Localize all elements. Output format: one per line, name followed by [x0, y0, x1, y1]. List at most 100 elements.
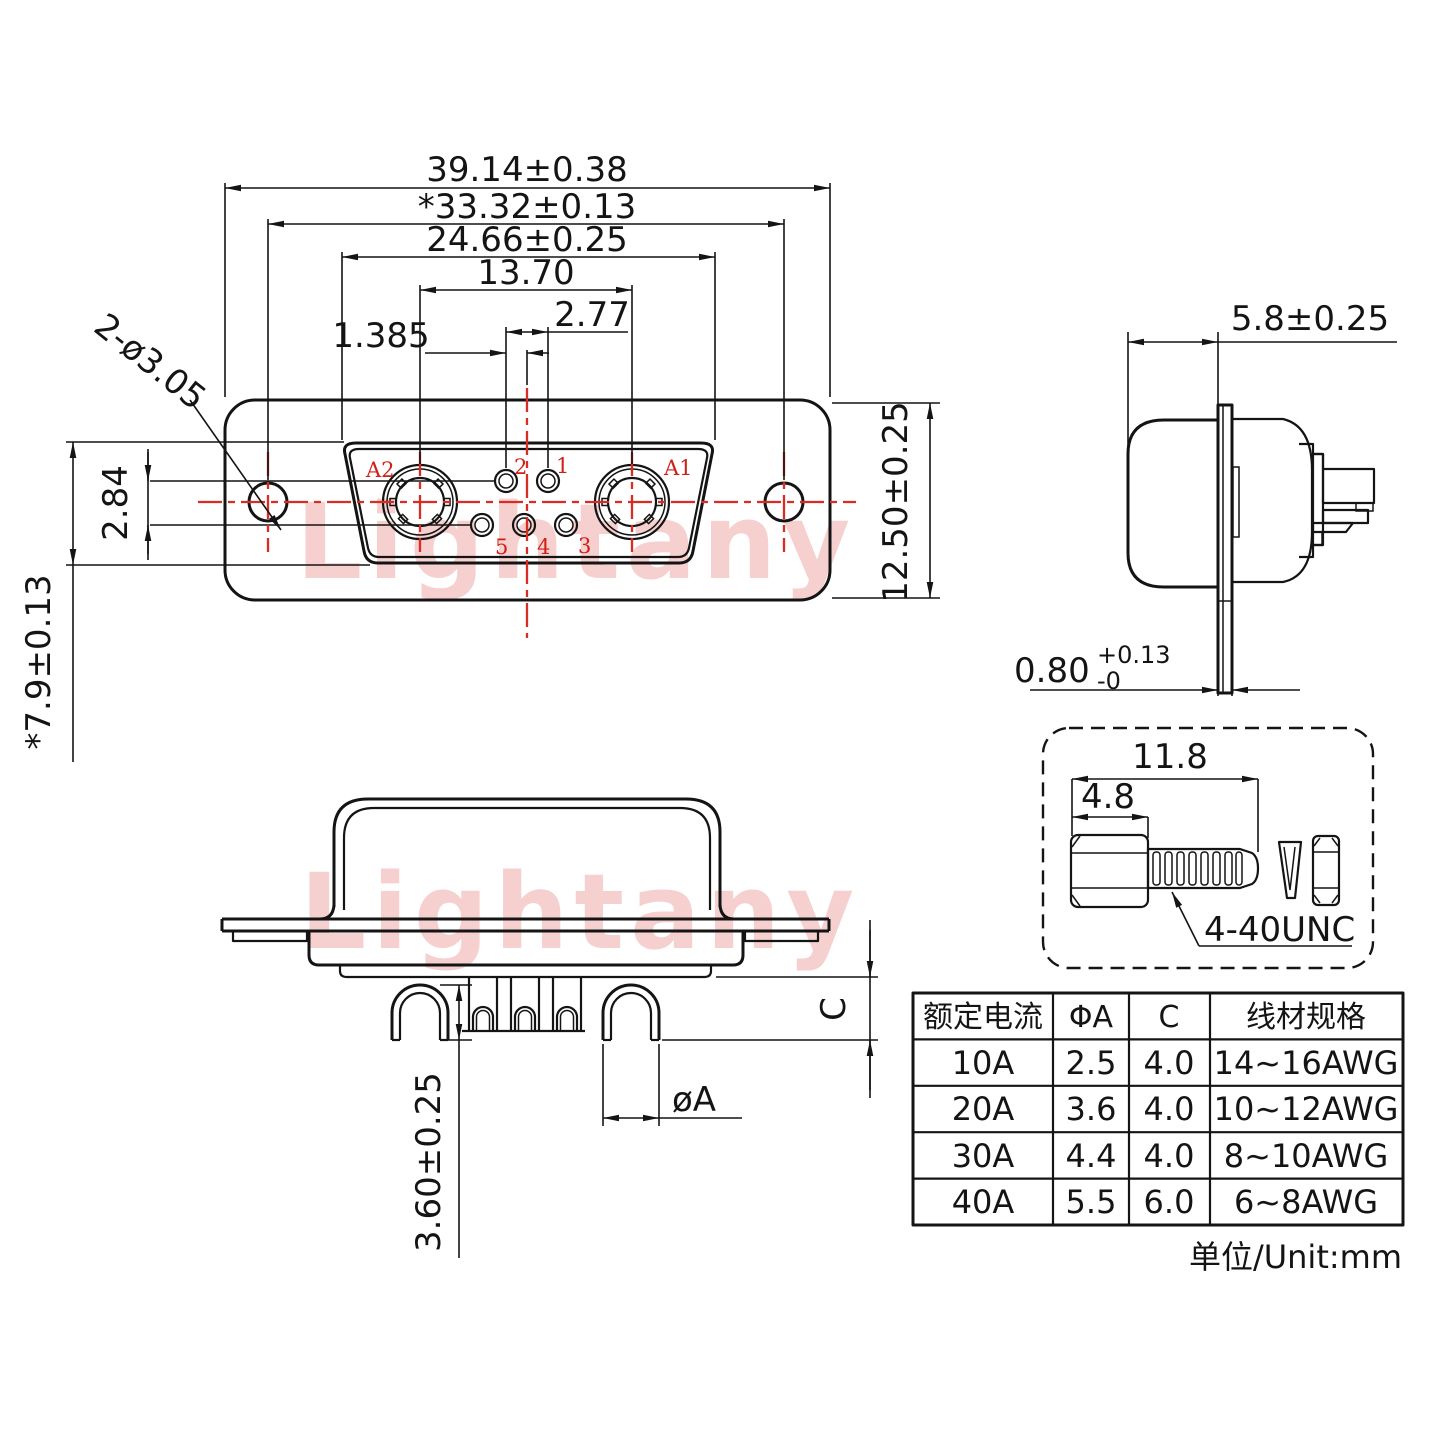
table-row: 30A 4.4 4.0 8~10AWG	[952, 1137, 1389, 1175]
drawing-primitive	[517, 1009, 533, 1030]
dim-flange-height: 12.50±0.25	[876, 401, 916, 603]
drawing-primitive	[1152, 851, 1161, 886]
drawing-primitive	[1311, 834, 1341, 907]
dim-shell-depth: 5.8±0.25	[1231, 299, 1389, 339]
drawing-primitive: 5.5	[1066, 1183, 1117, 1221]
drawing-primitive	[1232, 466, 1240, 538]
drawing-primitive	[475, 1009, 491, 1030]
dim-pin-pitch: 2.77	[554, 295, 630, 335]
rear-dimension-lines	[440, 920, 878, 1258]
rear-insulator-base	[338, 965, 713, 979]
table-row: 20A 3.6 4.0 10~12AWG	[952, 1090, 1399, 1128]
drawing-primitive	[643, 513, 655, 525]
drawing-primitive: 4.0	[1144, 1044, 1195, 1082]
drawing-primitive: 4.0	[1144, 1137, 1195, 1175]
drawing-primitive	[431, 513, 443, 525]
drawing-primitive	[516, 517, 532, 533]
table-header-c: C	[1159, 1000, 1180, 1035]
drawing-primitive	[1331, 837, 1339, 847]
drawing-primitive	[1283, 846, 1296, 891]
side-dimension-lines	[1030, 332, 1397, 696]
table-header-wire: 线材规格	[1246, 1000, 1366, 1035]
front-view: A2 A1 2 1 5 4 3	[19, 150, 940, 762]
rear-shell-outer	[332, 797, 722, 907]
label-pin3: 3	[578, 534, 591, 558]
drawing-primitive	[553, 512, 579, 538]
drawing-primitive	[1146, 847, 1260, 890]
dim-coax-span: 13.70	[477, 253, 574, 293]
drawing-primitive: 30A	[952, 1137, 1015, 1175]
table-row: 10A 2.5 4.0 14~16AWG	[952, 1044, 1399, 1082]
drawing-primitive	[474, 517, 490, 533]
inset-dashed-border	[1041, 726, 1375, 970]
dim-row-spacing: 2.84	[96, 465, 136, 541]
drawing-primitive: 14~16AWG	[1214, 1044, 1399, 1082]
label-a1: A1	[663, 456, 693, 480]
drawing-primitive	[231, 931, 309, 943]
rear-shell-inner	[342, 806, 712, 910]
dim-hole-span: *33.32±0.13	[418, 187, 637, 227]
dim-overall-width: 39.14±0.38	[426, 150, 628, 190]
drawing-primitive: 10A	[952, 1044, 1015, 1082]
drawing-primitive	[1164, 851, 1173, 886]
drawing-primitive	[555, 1005, 579, 1030]
drawing-primitive	[1313, 837, 1321, 847]
drawing-primitive	[1069, 833, 1150, 909]
side-lower-tail	[1321, 508, 1370, 525]
extension-lines	[66, 183, 940, 599]
drawing-primitive: 4.0	[1144, 1090, 1195, 1128]
drawing-primitive	[1312, 531, 1323, 546]
unit-note: 单位/Unit:mm	[1189, 1238, 1402, 1276]
drawing-primitive: 2.5	[1066, 1044, 1117, 1082]
signal-pins	[469, 468, 579, 538]
drawing-primitive	[743, 931, 820, 943]
dim-screw-length: 11.8	[1132, 737, 1208, 777]
side-shell	[1126, 418, 1218, 589]
dim-flange-tol-upper: +0.13	[1097, 641, 1171, 669]
dim-shell-width: 24.66±0.25	[426, 220, 628, 260]
drawing-primitive: 10~12AWG	[1214, 1090, 1399, 1128]
table-header-current: 额定电流	[923, 1000, 1043, 1035]
drawing-primitive	[1176, 851, 1185, 886]
drawing-primitive: 8~10AWG	[1224, 1137, 1388, 1175]
drawing-primitive: 6~8AWG	[1234, 1183, 1378, 1221]
side-view: 5.8±0.25 0.80 +0.13 -0	[1014, 299, 1397, 696]
drawing-primitive	[601, 983, 661, 1040]
dim-hole-dia: 2-ø3.05	[86, 306, 213, 418]
drawing-primitive	[189, 399, 282, 531]
drawing-primitive	[1235, 851, 1243, 886]
jack-screw	[1069, 833, 1260, 909]
label-pin5: 5	[495, 535, 508, 559]
label-a2: A2	[365, 458, 395, 482]
drawing-primitive	[911, 991, 1405, 1227]
rear-insulator-body	[307, 931, 745, 967]
rear-coax-cup-right	[601, 983, 661, 1042]
drawing-primitive	[1188, 851, 1197, 886]
drawing-primitive	[609, 513, 621, 525]
dim-screw-head: 4.8	[1081, 777, 1135, 817]
rear-small-pins	[471, 1005, 579, 1030]
drawing-primitive	[535, 468, 561, 494]
dim-cup-depth: 3.60±0.25	[409, 1072, 449, 1252]
d-shell-inner	[348, 447, 709, 559]
drawing-primitive	[559, 1009, 575, 1030]
drawing-primitive	[558, 517, 574, 533]
spec-table: 额定电流 ΦA C 线材规格 10A 2.5 4.0 14~16AWG 20A …	[911, 991, 1405, 1276]
drawing-primitive	[397, 513, 409, 525]
drawing-primitive	[1299, 543, 1323, 559]
d-shell-outer	[343, 441, 714, 565]
drawing-primitive	[1200, 851, 1209, 886]
dim-flange-tol-lower: -0	[1097, 667, 1121, 695]
drawing-primitive	[540, 473, 556, 489]
drawing-primitive	[471, 1005, 495, 1030]
drawing-primitive	[607, 477, 620, 490]
dim-flange-thickness: 0.80	[1014, 651, 1090, 691]
screw-accessory-parts	[1277, 834, 1341, 907]
drawing-primitive	[609, 991, 653, 1040]
dim-cup-diameter: øA	[672, 1080, 716, 1120]
drawing-primitive	[1313, 894, 1321, 904]
watermark-text: Lightany	[300, 851, 860, 973]
drawing-primitive	[511, 512, 537, 538]
drawing-primitive	[1224, 851, 1233, 886]
